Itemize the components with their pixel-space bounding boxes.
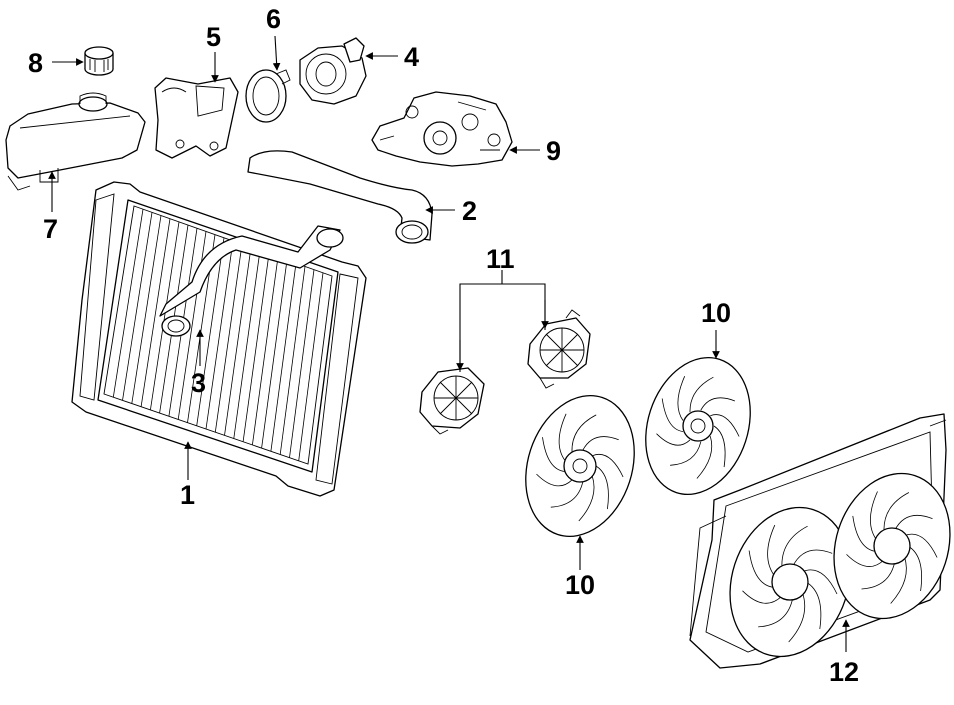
fan-motor-right <box>527 309 591 389</box>
coolant-reservoir <box>5 92 146 191</box>
callout-10-upper: 10 <box>701 298 731 328</box>
callout-1: 1 <box>180 480 195 510</box>
leader-lines <box>48 35 850 652</box>
callout-6: 6 <box>266 4 281 34</box>
callout-numbers: 8 5 6 4 9 2 7 3 1 11 10 10 12 <box>28 4 859 687</box>
upper-radiator-hose <box>247 150 433 244</box>
thermostat-gasket <box>245 69 291 123</box>
water-pump <box>371 91 513 167</box>
reservoir-cap <box>84 46 114 76</box>
water-outlet <box>154 77 239 159</box>
callout-9: 9 <box>546 136 561 166</box>
radiator <box>71 181 367 497</box>
callout-4: 4 <box>404 42 419 72</box>
thermostat <box>299 37 367 105</box>
fan-shroud-assembly <box>689 413 951 669</box>
callout-11: 11 <box>486 244 515 274</box>
callout-8: 8 <box>28 48 43 78</box>
callout-2: 2 <box>462 196 477 226</box>
callout-3: 3 <box>191 368 206 398</box>
fan-blade-lower <box>525 395 635 537</box>
fan-motor-left <box>419 367 485 435</box>
callout-10-lower: 10 <box>565 570 595 600</box>
callout-12: 12 <box>829 657 859 687</box>
callout-7: 7 <box>43 214 58 244</box>
callout-5: 5 <box>206 22 221 52</box>
fan-blade-upper <box>645 357 751 495</box>
